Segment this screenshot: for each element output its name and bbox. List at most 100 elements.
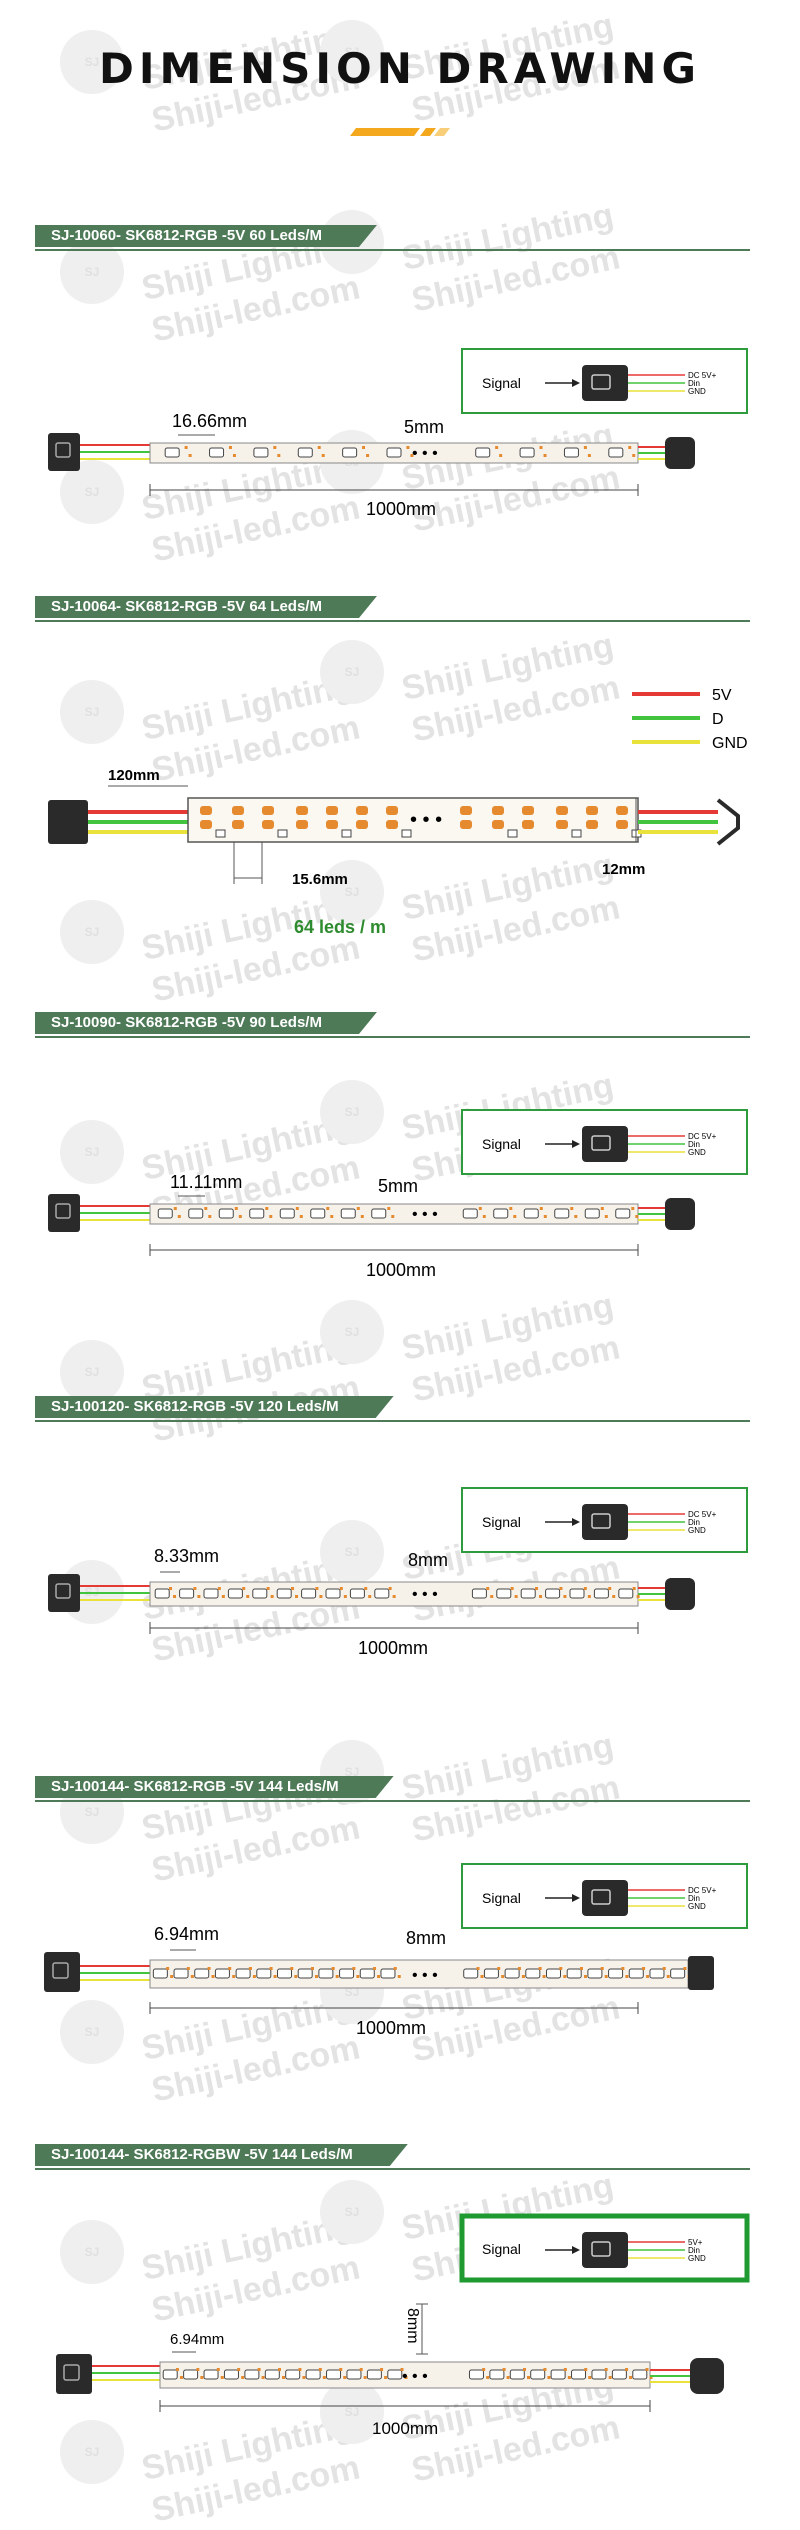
resistor-pad bbox=[482, 1215, 486, 1218]
led-chip bbox=[188, 1208, 204, 1219]
resistor-pad bbox=[326, 1207, 330, 1210]
resistor-pad bbox=[625, 1975, 629, 1978]
legend-5v: 5V bbox=[712, 687, 732, 704]
cut-dots: • • • bbox=[402, 2368, 428, 2385]
resistor-pad bbox=[211, 1975, 215, 1978]
led-chip bbox=[203, 1588, 219, 1599]
led-row bbox=[154, 1587, 640, 1599]
resistor-pad bbox=[539, 1595, 543, 1598]
length-label: 1000mm bbox=[366, 499, 436, 519]
led-chip bbox=[471, 1588, 487, 1599]
led-chip bbox=[154, 1588, 170, 1599]
led-chip bbox=[346, 2369, 362, 2380]
led-row bbox=[152, 1967, 691, 1979]
resistor-pad bbox=[221, 1595, 225, 1598]
section-60leds: SJ-10060- SK6812-RGB -5V 60 Leds/M Signa… bbox=[0, 225, 800, 555]
resistor-pad bbox=[282, 2376, 286, 2379]
resistor-pad bbox=[335, 1975, 339, 1978]
resistor-pad bbox=[208, 1215, 212, 1218]
length-label: 1000mm bbox=[356, 2018, 426, 2038]
led-chip bbox=[554, 1208, 570, 1219]
led-chip bbox=[183, 2369, 199, 2380]
resistor-pad bbox=[356, 1975, 360, 1978]
led-chip bbox=[380, 1968, 396, 1979]
resistor-pad bbox=[339, 1587, 343, 1590]
cut-dots: • • • bbox=[410, 809, 442, 831]
led-chip bbox=[509, 2369, 525, 2380]
resistor-pad bbox=[317, 446, 321, 449]
pin-label: Din bbox=[688, 1894, 700, 1903]
resistor-pad bbox=[506, 2376, 510, 2379]
cut-dots: • • • bbox=[412, 1967, 438, 1984]
resistor-pad bbox=[296, 820, 308, 829]
led-chip bbox=[297, 1968, 313, 1979]
resistor-pad bbox=[273, 446, 277, 449]
section-header: SJ-10064- SK6812-RGB -5V 64 Leds/M bbox=[35, 596, 377, 618]
resistor-pad bbox=[386, 806, 398, 815]
resistor-pad bbox=[604, 1975, 608, 1978]
resistor-pad bbox=[527, 2376, 531, 2379]
resistor-pad bbox=[343, 2376, 347, 2379]
led-chip bbox=[584, 1208, 600, 1219]
led-chip bbox=[264, 2369, 280, 2380]
pin-label: GND bbox=[688, 1526, 706, 1535]
led-chip bbox=[371, 1208, 387, 1219]
led-chip bbox=[244, 2369, 260, 2380]
density-label: 64 leds / m bbox=[294, 917, 386, 937]
resistor-pad bbox=[356, 1207, 360, 1210]
resistor-pad bbox=[645, 2368, 649, 2371]
signal-box: Signal DC 5V+ Din GND bbox=[461, 1109, 748, 1175]
led-chip bbox=[366, 2369, 382, 2380]
pitch-label: 8.33mm bbox=[154, 1546, 219, 1566]
led-chip bbox=[252, 1588, 268, 1599]
cut-label: 8mm bbox=[408, 1550, 448, 1570]
led-chip bbox=[507, 829, 518, 838]
resistor-pad bbox=[683, 1967, 687, 1970]
resistor-pad bbox=[621, 1967, 625, 1970]
led-chip bbox=[194, 1968, 210, 1979]
cut-dots: • • • bbox=[412, 1206, 438, 1223]
led-chip bbox=[386, 447, 402, 458]
resistor-pad bbox=[587, 1595, 591, 1598]
resistor-pad bbox=[298, 2368, 302, 2371]
led-chip bbox=[628, 1968, 644, 1979]
right-connector bbox=[688, 1956, 714, 1990]
resistor-pad bbox=[200, 820, 212, 829]
resistor-pad bbox=[352, 1967, 356, 1970]
resistor-pad bbox=[646, 1975, 650, 1978]
resistor-pad bbox=[629, 2376, 633, 2379]
resistor-pad bbox=[173, 1595, 177, 1598]
resistor-pad bbox=[232, 806, 244, 815]
end-length-label: 120mm bbox=[108, 767, 160, 784]
resistor-pad bbox=[322, 2376, 326, 2379]
led-chip bbox=[566, 1968, 582, 1979]
led-chip bbox=[203, 2369, 219, 2380]
resistor-pad bbox=[600, 1967, 604, 1970]
section-divider bbox=[35, 2168, 750, 2170]
resistor-pad bbox=[241, 2376, 245, 2379]
watermark-logo-icon: SJ bbox=[60, 1340, 124, 1404]
resistor-pad bbox=[662, 1967, 666, 1970]
led-chip bbox=[525, 1968, 541, 1979]
led-chip bbox=[463, 1968, 479, 1979]
resistor-pad bbox=[265, 1207, 269, 1210]
resistor-pad bbox=[539, 446, 543, 449]
led-chip bbox=[157, 1208, 173, 1219]
resistor-pad bbox=[266, 1587, 270, 1590]
length-label: 1000mm bbox=[366, 1260, 436, 1280]
resistor-pad bbox=[326, 806, 338, 815]
resistor-pad bbox=[460, 820, 472, 829]
resistor-pad bbox=[600, 1207, 604, 1210]
resistor-pad bbox=[460, 806, 472, 815]
resistor-pad bbox=[186, 1967, 190, 1970]
resistor-pad bbox=[270, 1595, 274, 1598]
resistor-pad bbox=[330, 1215, 334, 1218]
pin-label: DC 5V+ bbox=[688, 1886, 717, 1895]
resistor-pad bbox=[368, 1595, 372, 1598]
resistor-pad bbox=[522, 820, 534, 829]
led-chip bbox=[530, 2369, 546, 2380]
resistor-pad bbox=[217, 1587, 221, 1590]
length-label: 1000mm bbox=[358, 1638, 428, 1658]
resistor-pad bbox=[326, 820, 338, 829]
pin-label: DC 5V+ bbox=[688, 371, 717, 380]
